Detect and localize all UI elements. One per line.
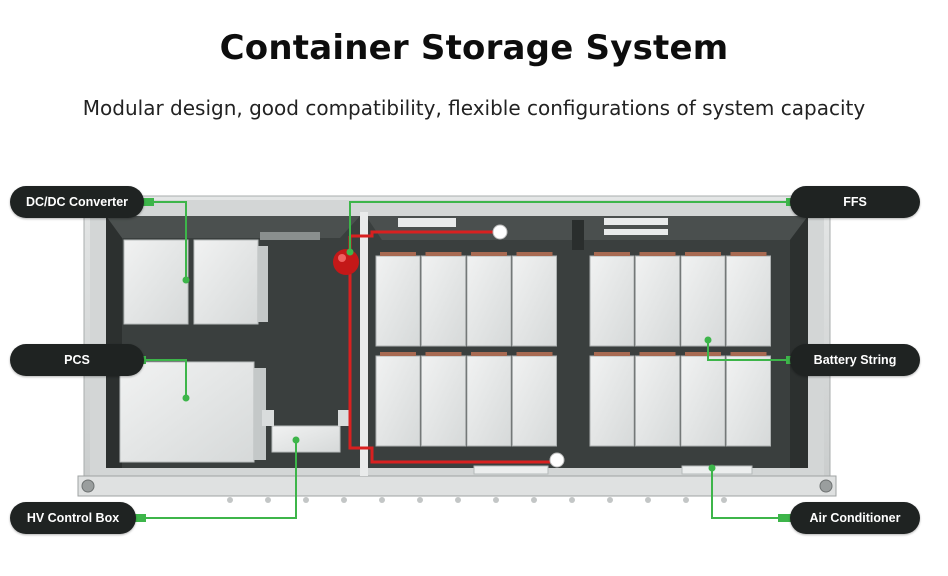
label-ffs: FFS xyxy=(790,186,920,218)
battery-module-cap xyxy=(594,252,630,256)
base-bolt xyxy=(607,497,613,503)
battery-module-cap xyxy=(594,352,630,356)
battery-module-cap xyxy=(425,252,462,256)
battery-module-cap xyxy=(685,352,721,356)
base-bolt xyxy=(265,497,271,503)
label-battery-string: Battery String xyxy=(790,344,920,376)
base-bolt xyxy=(341,497,347,503)
base-bolt xyxy=(721,497,727,503)
battery-module xyxy=(512,355,557,447)
base-bolt xyxy=(683,497,689,503)
page-subtitle: Modular design, good compatibility, flex… xyxy=(82,96,866,120)
base-bolt xyxy=(303,497,309,503)
air-conditioner-units xyxy=(473,465,753,475)
battery-module xyxy=(589,255,635,347)
battery-module xyxy=(680,255,726,347)
base-bolt xyxy=(417,497,423,503)
battery-module-cap xyxy=(730,352,767,356)
base-bolt xyxy=(379,497,385,503)
base-bolt xyxy=(569,497,575,503)
battery-module xyxy=(512,255,557,347)
battery-module-cap xyxy=(380,252,416,256)
hv-control-box xyxy=(262,410,350,453)
battery-module xyxy=(375,255,421,347)
battery-module xyxy=(726,355,771,447)
battery-module xyxy=(466,355,512,447)
battery-module xyxy=(726,255,771,347)
label-hv-control-box: HV Control Box xyxy=(10,502,136,534)
base-bolt xyxy=(645,497,651,503)
pcs-cabinet xyxy=(119,361,266,463)
battery-module-cap xyxy=(380,352,416,356)
leader-lines xyxy=(132,201,800,519)
battery-module xyxy=(421,255,466,347)
base-bolt xyxy=(227,497,233,503)
battery-module-cap xyxy=(516,352,553,356)
base-bolt xyxy=(493,497,499,503)
battery-module xyxy=(635,255,680,347)
label-air-conditioner: Air Conditioner xyxy=(790,502,920,534)
battery-module xyxy=(680,355,726,447)
dcdc-converter-cabinets xyxy=(123,239,268,325)
battery-module-cap xyxy=(516,252,553,256)
battery-module xyxy=(589,355,635,447)
base-bolt xyxy=(455,497,461,503)
battery-module-cap xyxy=(639,352,676,356)
battery-racks xyxy=(375,252,771,447)
base-bolt xyxy=(531,497,537,503)
battery-module-cap xyxy=(471,252,507,256)
base-bolts xyxy=(227,497,727,503)
label-dcdc-converter: DC/DC Converter xyxy=(10,186,144,218)
label-pcs: PCS xyxy=(10,344,144,376)
page-title: Container Storage System xyxy=(219,28,729,68)
battery-module-cap xyxy=(685,252,721,256)
battery-module-cap xyxy=(471,352,507,356)
battery-module-cap xyxy=(730,252,767,256)
battery-module xyxy=(635,355,680,447)
battery-module-cap xyxy=(425,352,462,356)
battery-module xyxy=(466,255,512,347)
battery-module xyxy=(375,355,421,447)
battery-module xyxy=(421,355,466,447)
battery-module-cap xyxy=(639,252,676,256)
fire-suppression-pipe xyxy=(333,224,565,468)
